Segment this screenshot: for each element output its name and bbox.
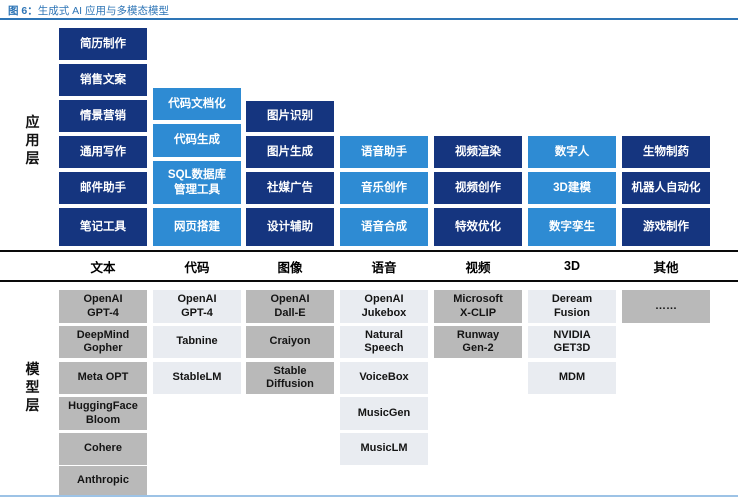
app-box: 游戏制作 (622, 208, 710, 246)
app-box: 视频创作 (434, 172, 522, 204)
model-box: Tabnine (153, 326, 241, 358)
model-box: NVIDIA GET3D (528, 326, 616, 358)
model-box: Deream Fusion (528, 290, 616, 323)
column-header: 3D (564, 259, 580, 273)
app-box: 数字孪生 (528, 208, 616, 246)
app-box: 通用写作 (59, 136, 147, 168)
app-layer-label: 应用层 (25, 114, 40, 166)
column-header: 文本 (90, 260, 116, 275)
model-box: Cohere (59, 433, 147, 465)
model-box: MusicGen (340, 397, 428, 430)
app-box: 数字人 (528, 136, 616, 168)
column-header: 语音 (371, 260, 397, 275)
figure-title: 图 6：生成式 AI 应用与多模态模型 (8, 3, 169, 18)
model-box: MDM (528, 362, 616, 394)
app-box: 视频渲染 (434, 136, 522, 168)
app-box: 笔记工具 (59, 208, 147, 246)
model-box: Natural Speech (340, 326, 428, 358)
app-box: 邮件助手 (59, 172, 147, 204)
model-box: OpenAI GPT-4 (153, 290, 241, 323)
bottom-divider (0, 495, 738, 497)
model-box: OpenAI Jukebox (340, 290, 428, 323)
column-header: 其他 (653, 260, 679, 275)
model-box: OpenAI Dall-E (246, 290, 334, 323)
model-layer-label: 模型层 (25, 361, 40, 413)
app-box: SQL数据库 管理工具 (153, 161, 241, 204)
app-box: 简历制作 (59, 28, 147, 60)
column-header: 视频 (465, 260, 491, 275)
title-divider (0, 18, 738, 20)
app-box: 语音助手 (340, 136, 428, 168)
app-box: 语音合成 (340, 208, 428, 246)
app-box: 3D建模 (528, 172, 616, 204)
figure-number: 图 6： (8, 5, 38, 17)
app-box: 代码生成 (153, 124, 241, 157)
model-box: Microsoft X-CLIP (434, 290, 522, 323)
app-box: 音乐创作 (340, 172, 428, 204)
app-box: 社媒广告 (246, 172, 334, 204)
app-box: 销售文案 (59, 64, 147, 96)
app-box: 机器人自动化 (622, 172, 710, 204)
model-box: Stable Diffusion (246, 362, 334, 394)
model-box: Craiyon (246, 326, 334, 358)
model-box: Runway Gen-2 (434, 326, 522, 358)
column-header: 图像 (277, 260, 303, 275)
app-box: 特效优化 (434, 208, 522, 246)
column-header: 代码 (184, 260, 210, 275)
model-box: StableLM (153, 362, 241, 394)
app-box: 网页搭建 (153, 208, 241, 246)
model-box: VoiceBox (340, 362, 428, 394)
model-box: HuggingFace Bloom (59, 397, 147, 430)
app-box: 图片识别 (246, 101, 334, 132)
app-box: 代码文档化 (153, 88, 241, 120)
model-box: OpenAI GPT-4 (59, 290, 147, 323)
model-box: Meta OPT (59, 362, 147, 394)
header-rule-bottom (0, 280, 738, 282)
model-box: MusicLM (340, 433, 428, 465)
header-rule-top (0, 250, 738, 252)
app-box: 图片生成 (246, 136, 334, 168)
model-box: DeepMind Gopher (59, 326, 147, 358)
model-box: Anthropic (59, 466, 147, 496)
app-box: 情景营销 (59, 100, 147, 132)
figure-caption: 生成式 AI 应用与多模态模型 (37, 5, 170, 17)
model-box: …… (622, 290, 710, 323)
app-box: 生物制药 (622, 136, 710, 168)
app-box: 设计辅助 (246, 208, 334, 246)
